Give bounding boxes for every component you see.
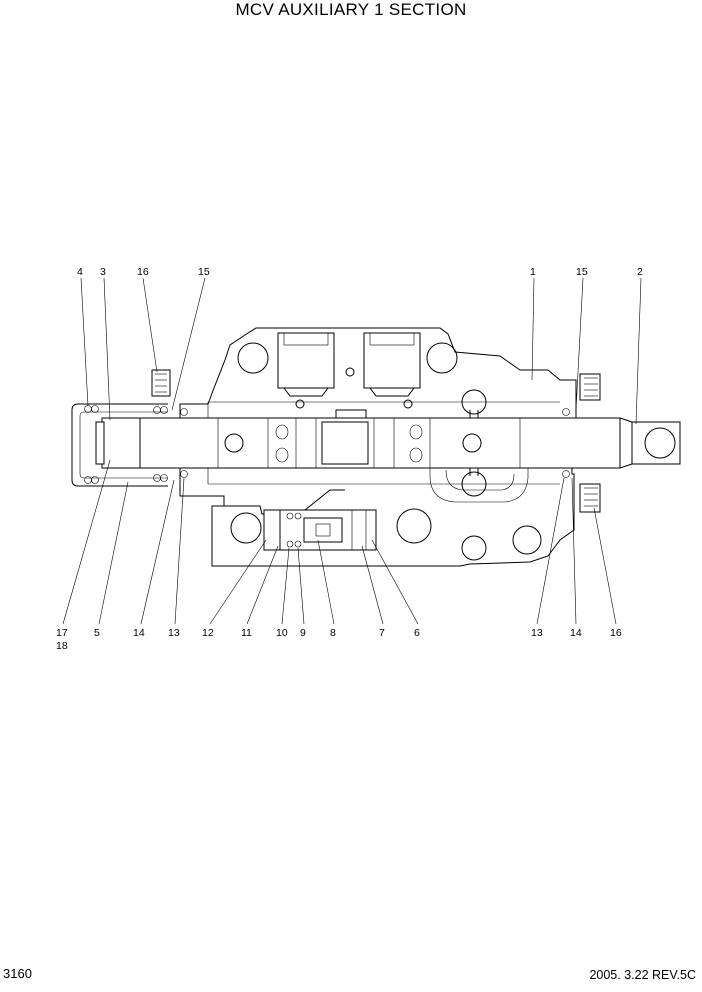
body-hole — [403, 399, 413, 409]
bolt-right-top — [579, 373, 601, 401]
callout-top-2: 3 — [100, 266, 106, 278]
body-hole — [461, 535, 487, 561]
top-port-left-taper — [283, 387, 329, 397]
callout-bottom-13: 13 — [531, 627, 543, 639]
top-port-right — [363, 332, 421, 389]
cap-plug — [101, 417, 141, 469]
revision-date: 2005. 3.22 REV.5C — [589, 968, 696, 982]
callout-top-3: 16 — [137, 266, 149, 278]
cap-plug-end — [95, 421, 105, 465]
top-port-left — [277, 332, 335, 389]
callout-bottom-2: 18 — [56, 640, 68, 652]
page-number: 3160 — [3, 966, 32, 981]
callout-bottom-11: 7 — [379, 627, 385, 639]
left-cap — [71, 403, 168, 487]
body-hole — [345, 367, 355, 377]
left-cap-inner — [79, 411, 168, 479]
spool-body — [139, 417, 621, 469]
cartridge-core — [303, 517, 343, 543]
callout-bottom-10: 8 — [330, 627, 336, 639]
body-hole — [295, 399, 305, 409]
spool-hole — [224, 433, 244, 453]
callout-bottom-9: 9 — [300, 627, 306, 639]
cartridge-cap — [263, 509, 281, 551]
bolt-right-bottom — [579, 483, 601, 513]
callout-bottom-6: 12 — [202, 627, 214, 639]
body-hole — [461, 389, 487, 415]
internal-passage — [445, 469, 515, 491]
callout-top-6: 15 — [576, 266, 588, 278]
callout-bottom-15: 16 — [610, 627, 622, 639]
diagram-title: MCV AUXILIARY 1 SECTION — [235, 0, 467, 19]
callout-bottom-5: 13 — [168, 627, 180, 639]
callout-bottom-7: 11 — [241, 627, 252, 639]
body-hole — [512, 525, 542, 555]
callout-top-1: 4 — [77, 266, 83, 278]
callout-bottom-1: 17 — [56, 627, 68, 639]
top-port-right-taper — [369, 387, 415, 397]
bolt-left-top — [151, 369, 171, 397]
spool-eye-hole — [644, 427, 676, 459]
callout-bottom-8: 10 — [276, 627, 288, 639]
callout-bottom-12: 6 — [414, 627, 420, 639]
callout-bottom-14: 14 — [570, 627, 582, 639]
callout-top-7: 2 — [637, 266, 643, 278]
leader-lines — [62, 277, 642, 625]
callout-top-4: 15 — [198, 266, 210, 278]
body-hole — [230, 512, 262, 544]
spool-land-center — [321, 421, 369, 465]
body-hole — [426, 342, 458, 374]
callout-top-5: 1 — [530, 266, 536, 278]
body-hole — [396, 508, 432, 544]
spool-hole — [462, 433, 482, 453]
internal-passage — [429, 420, 529, 503]
body-hole — [461, 471, 487, 497]
top-port-right-lip — [369, 332, 415, 346]
top-port-left-lip — [283, 332, 329, 346]
callout-bottom-4: 14 — [133, 627, 145, 639]
spool-land-top — [335, 409, 367, 419]
spool-end-taper — [619, 417, 633, 469]
body-hole — [237, 342, 269, 374]
callout-bottom-3: 5 — [94, 627, 100, 639]
